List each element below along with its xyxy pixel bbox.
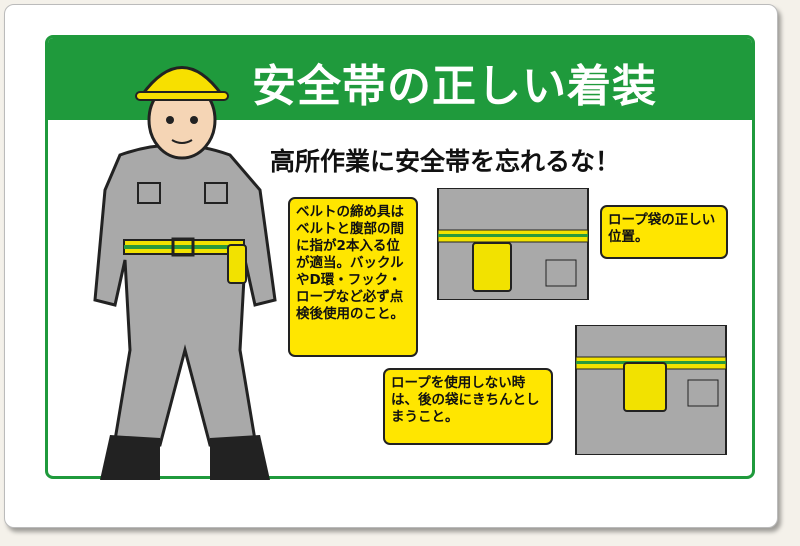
worker-illustration <box>93 66 277 480</box>
callout-rope-bag-position: ロープ袋の正しい位置。 <box>600 205 728 259</box>
callout-belt-fastening: ベルトの締め具はベルトと腹部の間に指が2本入る位が適当。バックルやD環・フック・… <box>288 197 418 357</box>
callout-rope-storage: ロープを使用しない時は、後の袋にきちんとしまうこと。 <box>383 368 553 445</box>
back-view-belt-top <box>437 188 589 300</box>
sign-title: 安全帯の正しい着装 <box>252 61 657 112</box>
back-view-belt-bottom <box>575 325 727 455</box>
sign-subtitle: 高所作業に安全帯を忘れるな！ <box>270 147 621 176</box>
